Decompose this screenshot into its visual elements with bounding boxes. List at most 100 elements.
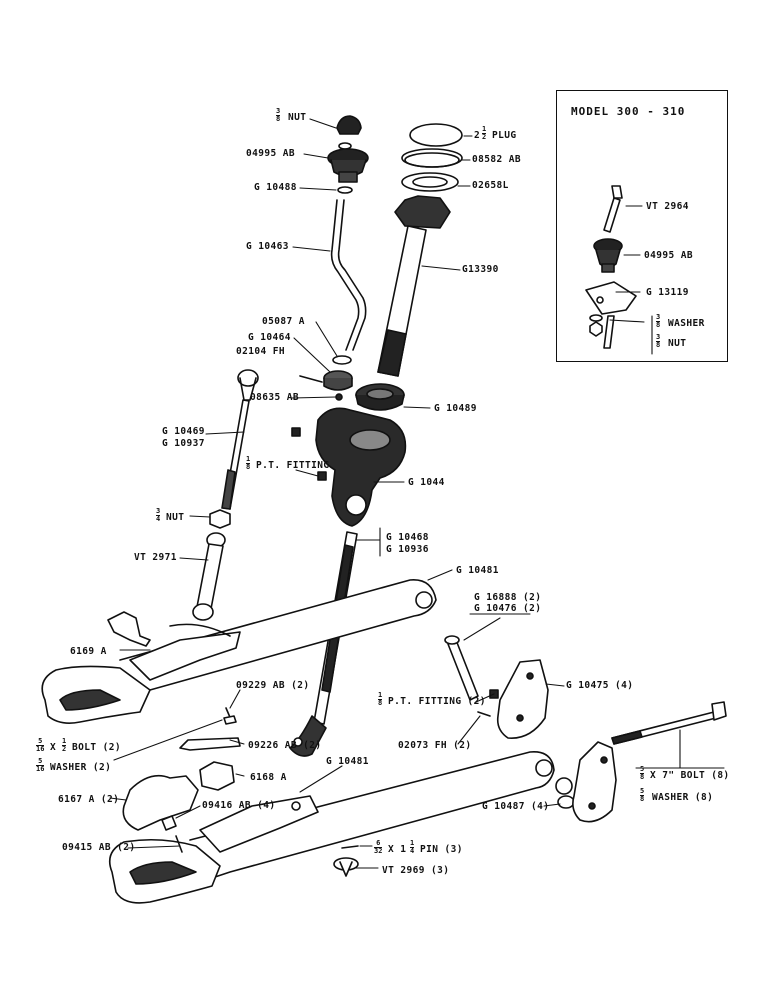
label-04995-ab-inset: 04995 AB [644, 250, 693, 261]
pin-02104-part [299, 375, 323, 383]
label-g10468: G 10468 [386, 532, 429, 543]
bracket-6167-part [122, 774, 199, 831]
model-inset-box: MODEL 300 - 310 [556, 90, 728, 362]
housing-g1044-part [315, 407, 407, 527]
label-g10936: G 10936 [386, 544, 429, 555]
label-nut-mid: NUT [166, 512, 185, 523]
label-02658l: 02658L [472, 180, 509, 191]
label-02104-fh: 02104 FH [236, 346, 285, 357]
ball-08635-part [335, 393, 343, 401]
link-vt2971-part [192, 532, 226, 621]
label-inset-nut: NUT [668, 338, 687, 349]
label-g1044: G 1044 [408, 477, 445, 488]
pin-09415-part [175, 835, 183, 853]
bushing-g10487-part [555, 777, 575, 809]
bracket-right-part [572, 741, 617, 823]
fitting-mid-part [317, 471, 327, 481]
label-08635-ab: 08635 AB [250, 392, 299, 403]
washer-05087-part [332, 355, 352, 365]
knob-04995-inset-part [593, 238, 641, 273]
label-fitting-mid: P.T. FITTING (2) [388, 696, 486, 707]
pin-6-32-part [341, 845, 359, 849]
label-vt2969: VT 2969 (3) [382, 865, 450, 876]
turnbuckle-rod-g10469-part [221, 369, 259, 510]
label-inset-washer: WASHER [668, 318, 705, 329]
label-6168-a: 6168 A [250, 772, 287, 783]
bracket-g13119-part [585, 281, 641, 315]
label-g13119: G 13119 [646, 287, 689, 298]
bracket-6169-part [107, 611, 151, 647]
washer-5-16-part [223, 715, 237, 725]
label-washer-left: WASHER (2) [50, 762, 112, 773]
bracket-6168-part [199, 761, 235, 791]
label-g10464: G 10464 [248, 332, 291, 343]
label-pin: X 1 [388, 844, 407, 855]
label-nut-top: NUT [288, 112, 307, 123]
nut-3-4-part [209, 509, 231, 529]
pin-g16888-part [444, 635, 479, 701]
label-fitting-top: P.T. FITTING [256, 460, 330, 471]
inset-title: MODEL 300 - 310 [571, 105, 686, 118]
label-09229-ab: 09229 AB (2) [236, 680, 310, 691]
label-08582-ab: 08582 AB [472, 154, 521, 165]
label-09415-ab: 09415 AB (2) [62, 842, 136, 853]
pin-vt2969-part [333, 857, 359, 877]
bolt-5-8-x7-part [611, 701, 727, 745]
knob-04995-part [327, 148, 369, 194]
label-vt2964: VT 2964 [646, 201, 689, 212]
label-6167-a: 6167 A (2) [58, 794, 120, 805]
label-g13390: G13390 [462, 264, 499, 275]
fitting-top-part [291, 427, 301, 437]
label-g10481-top: G 10481 [456, 565, 499, 576]
label-g10487: G 10487 (4) [482, 801, 550, 812]
label-g10463: G 10463 [246, 241, 289, 252]
label-g10481-bot: G 10481 [326, 756, 369, 767]
gear-g10464-part [323, 370, 353, 391]
label-g10937: G 10937 [162, 438, 205, 449]
bolt-vt2964-part [603, 185, 643, 233]
inset-artwork [585, 185, 653, 355]
plug-part [409, 123, 463, 147]
label-g10488: G 10488 [254, 182, 297, 193]
label-g10476: G 10476 (2) [474, 603, 542, 614]
label-bolt-right: X 7" BOLT (8) [650, 770, 730, 781]
bracket-g10475-part [496, 659, 549, 739]
label-bolt-left-x: X [50, 742, 57, 753]
label-05087-a: 05087 A [262, 316, 305, 327]
ring-08582-part-inner [404, 152, 460, 168]
label-g10475: G 10475 (4) [566, 680, 634, 691]
label-04995-ab-top: 04995 AB [246, 148, 295, 159]
lift-arm-upper-part [41, 579, 437, 724]
inset-washer-nut-part [589, 314, 653, 355]
label-bolt-left: BOLT (2) [72, 742, 121, 753]
label-plug-prefix: 2 [474, 130, 481, 141]
nut-3-8-top-part [336, 115, 362, 150]
label-g10469: G 10469 [162, 426, 205, 437]
label-vt2971: VT 2971 [134, 552, 177, 563]
label-02073-fh: 02073 FH (2) [398, 740, 472, 751]
label-g16888: G 16888 (2) [474, 592, 542, 603]
shaft-g13390-part [377, 195, 451, 377]
label-6169-a: 6169 A [70, 646, 107, 657]
label-g10489: G 10489 [434, 403, 477, 414]
control-rod-part [330, 199, 367, 351]
clip-09416-part [161, 815, 177, 831]
label-09226-ab: 09226 AB (2) [248, 740, 322, 751]
label-plug: PLUG [492, 130, 517, 141]
pin-02073-part [477, 711, 491, 717]
bearing-g10489-part [355, 383, 405, 411]
label-pin-tail: PIN (3) [420, 844, 463, 855]
